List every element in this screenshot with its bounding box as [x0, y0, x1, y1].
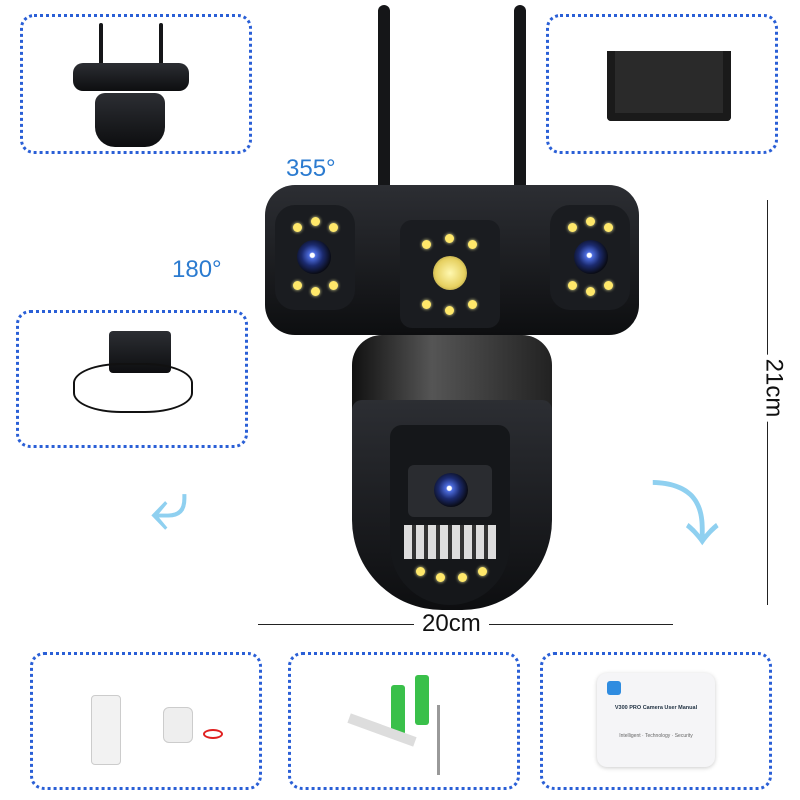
floodlight: [433, 256, 467, 290]
mini-antenna: [99, 23, 103, 65]
screws: [437, 705, 440, 775]
ptz-lens-housing: [408, 465, 492, 517]
accessory-box-power-adapter: [16, 310, 248, 448]
waterproof-plug: [91, 695, 121, 765]
pan-angle-label: 355°: [286, 155, 336, 182]
antenna-right: [514, 5, 526, 195]
red-o-ring: [203, 729, 223, 739]
accessory-box-camera-preview: [20, 14, 252, 154]
height-dimension-label: 21cm: [755, 354, 792, 422]
left-lens: [297, 240, 331, 274]
left-lens-module: [275, 205, 355, 310]
wall-anchor: [415, 675, 429, 725]
width-dimension-label: 20cm: [414, 610, 489, 638]
antenna-left: [378, 5, 390, 195]
mini-antenna: [159, 23, 163, 65]
mount-bracket: [607, 51, 731, 121]
right-lens-module: [550, 205, 630, 310]
rubber-seal: [163, 707, 193, 743]
mini-camera-base: [95, 93, 165, 147]
app-logo-icon: [607, 681, 621, 695]
accessory-box-user-manual: V300 PRO Camera User Manual Intelligent …: [540, 652, 772, 790]
accessory-box-waterproof-kit: [30, 652, 262, 790]
user-manual: V300 PRO Camera User Manual Intelligent …: [597, 673, 715, 767]
right-lens: [574, 240, 608, 274]
ptz-lens: [434, 473, 468, 507]
mini-camera-head: [73, 63, 189, 91]
accessory-box-screws: [288, 652, 520, 790]
power-cable: [73, 363, 193, 413]
accessory-box-mount-bracket: [546, 14, 778, 154]
manual-tagline: Intelligent · Technology · Security: [619, 733, 693, 739]
wall-anchor: [391, 685, 405, 735]
ir-led-array: [404, 525, 496, 559]
manual-title: V300 PRO Camera User Manual: [614, 705, 698, 711]
tilt-angle-label: 180°: [172, 256, 222, 283]
rotate-left-arrow-icon: ⤵: [650, 476, 720, 554]
screws: [347, 713, 417, 747]
rotate-right-arrow-icon: ⤶: [150, 466, 190, 544]
ptz-front-panel: [390, 425, 510, 605]
center-floodlight-module: [400, 220, 500, 328]
